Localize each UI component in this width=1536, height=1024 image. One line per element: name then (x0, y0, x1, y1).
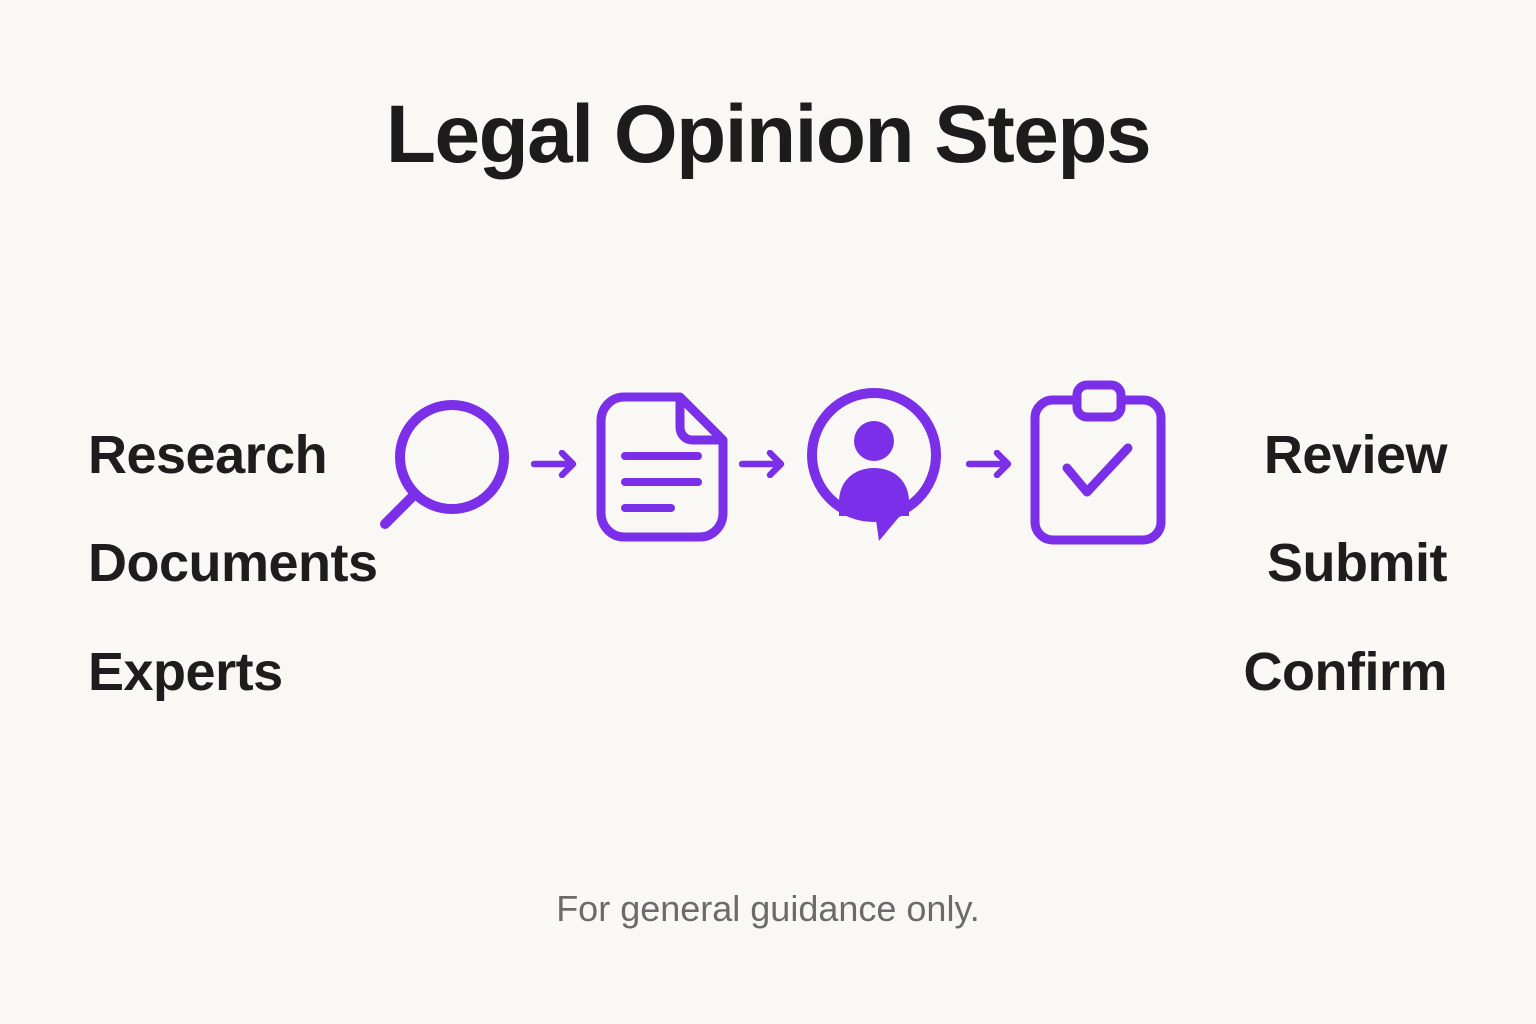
disclaimer-text: For general guidance only. (556, 888, 980, 929)
document-icon (596, 392, 728, 542)
label-confirm: Confirm (1243, 642, 1448, 702)
arrow-right-icon (531, 450, 579, 478)
label-documents: Documents (88, 533, 378, 593)
label-research: Research (88, 425, 328, 485)
label-experts: Experts (88, 642, 283, 702)
search-icon (378, 398, 510, 530)
clipboard-check-icon (1028, 376, 1168, 546)
label-submit: Submit (1267, 533, 1448, 593)
arrow-right-icon (739, 450, 787, 478)
arrow-right-icon (966, 450, 1014, 478)
label-review: Review (1263, 425, 1448, 485)
person-icon (803, 381, 947, 545)
page-title: Legal Opinion Steps (385, 89, 1152, 180)
